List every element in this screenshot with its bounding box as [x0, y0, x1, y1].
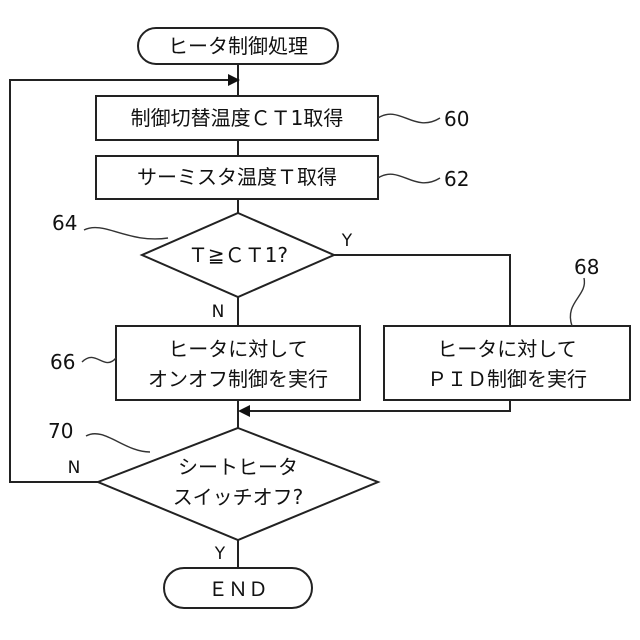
switch-no-label: N: [68, 458, 81, 478]
onoff-label-line1: ヒータに対して: [168, 337, 307, 361]
pid-label-line2: ＰＩＤ制御を実行: [427, 367, 587, 391]
end-label: ＥＮＤ: [208, 577, 268, 601]
switch-off-label-line1: シートヒータ: [178, 455, 298, 479]
onoff-label-line2: オンオフ制御を実行: [148, 367, 328, 391]
compare-no-label: N: [212, 302, 225, 322]
connector-pid-merge: [246, 400, 510, 411]
ref-70: 70: [48, 419, 73, 443]
ref-68: 68: [574, 255, 599, 279]
switch-off-label-line2: スイッチオフ?: [173, 485, 304, 509]
ref-64: 64: [52, 211, 77, 235]
switch-off-decision: [98, 428, 378, 540]
compare-yes-label: Y: [341, 231, 353, 251]
get-ct1-label: 制御切替温度ＣＴ1取得: [131, 106, 344, 130]
ref-62: 62: [444, 167, 469, 191]
leader-68: [570, 278, 584, 326]
arrowhead-merge: [238, 405, 250, 417]
leader-62: [378, 174, 440, 183]
leader-60: [378, 114, 440, 123]
pid-label-line1: ヒータに対して: [437, 337, 576, 361]
leader-70: [86, 434, 150, 452]
connector-compare-yes: [334, 255, 510, 326]
start-label: ヒータ制御処理: [168, 34, 308, 58]
leader-64: [84, 228, 168, 239]
ref-60: 60: [444, 107, 469, 131]
ref-66: 66: [50, 350, 75, 374]
get-thermistor-label: サーミスタ温度Ｔ取得: [137, 165, 337, 189]
switch-yes-label: Y: [214, 544, 226, 564]
compare-label: Ｔ≧ＣＴ1?: [188, 243, 288, 267]
leader-66: [82, 357, 116, 362]
